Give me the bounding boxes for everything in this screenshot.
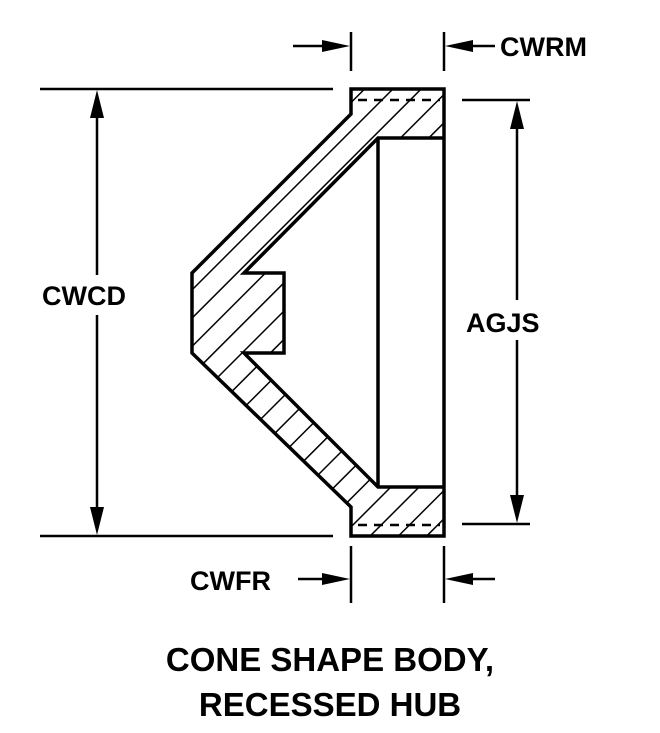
arrow-right-icon (322, 40, 350, 52)
label-cwcd: CWCD (42, 281, 126, 311)
arrow-left-icon (445, 40, 473, 52)
recess-outline (239, 136, 444, 489)
arrow-up-icon (510, 101, 524, 129)
cone-body-section (190, 87, 446, 538)
diagram-title-line1: CONE SHAPE BODY, (166, 641, 494, 678)
label-cwfr: CWFR (190, 566, 271, 596)
section-hatching (192, 89, 444, 536)
diagram-title-line2: RECESSED HUB (199, 686, 461, 723)
arrow-up-icon (90, 90, 104, 118)
arrow-right-icon (322, 573, 350, 585)
arrow-down-icon (90, 507, 104, 535)
dimension-cwfr (298, 546, 495, 603)
label-cwrm: CWRM (500, 32, 587, 62)
arrow-down-icon (510, 495, 524, 523)
arrow-left-icon (445, 573, 473, 585)
dimension-cwrm (293, 32, 495, 71)
dimension-agjs (462, 98, 530, 526)
dimension-cwcd (40, 87, 333, 538)
body-outline (190, 87, 446, 538)
label-agjs: AGJS (466, 308, 540, 338)
